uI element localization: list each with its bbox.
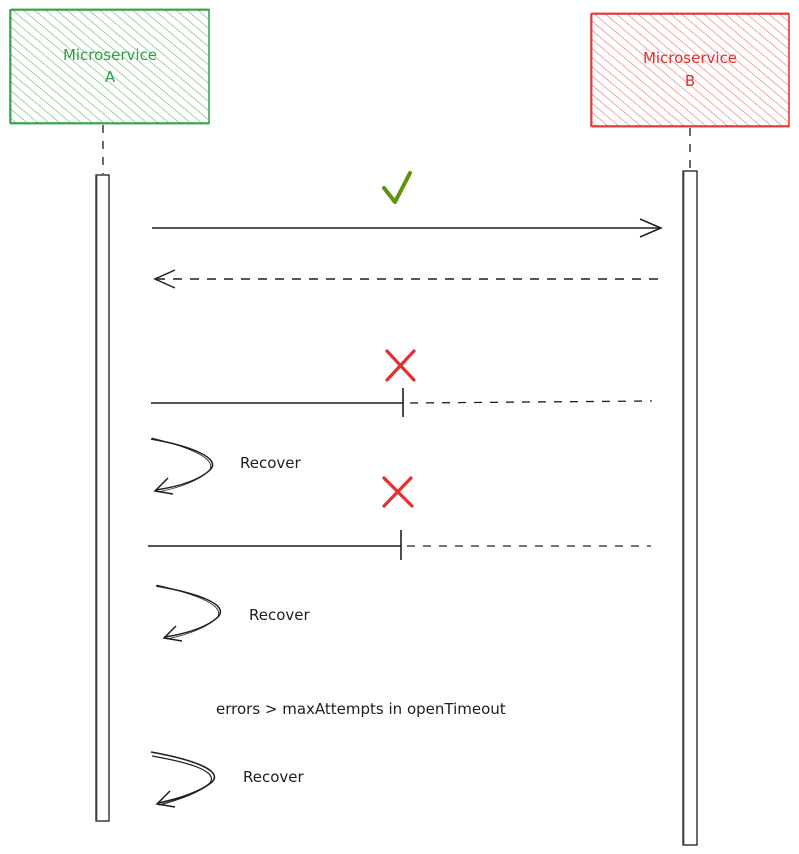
cross-icon — [385, 349, 416, 382]
recover-label-2: Recover — [249, 606, 311, 624]
service-a-activation-bar — [95, 174, 110, 822]
recover-label-1: Recover — [240, 454, 302, 472]
service-b-box: Microservice B — [590, 12, 790, 128]
service-a-box: Microservice A — [9, 8, 210, 125]
request-success-arrow — [152, 218, 663, 238]
service-a-title-line1: Microservice — [63, 46, 157, 64]
service-b-activation-bar — [682, 170, 698, 846]
response-arrow — [153, 269, 658, 289]
request-failed-arrow-2 — [148, 530, 651, 560]
service-b-title-line2: B — [685, 72, 695, 90]
recover-loop-arrow-1 — [150, 437, 214, 495]
cross-icon — [382, 476, 414, 508]
check-icon — [382, 171, 412, 204]
recover-loop-arrow-2 — [155, 584, 222, 642]
recover-loop-arrow-3 — [150, 751, 216, 808]
service-a-title-line2: A — [105, 68, 116, 86]
service-b-title-line1: Microservice — [643, 49, 737, 67]
request-failed-arrow-1 — [151, 388, 653, 417]
recover-label-3: Recover — [243, 768, 305, 786]
condition-note: errors > maxAttempts in openTimeout — [216, 700, 506, 718]
